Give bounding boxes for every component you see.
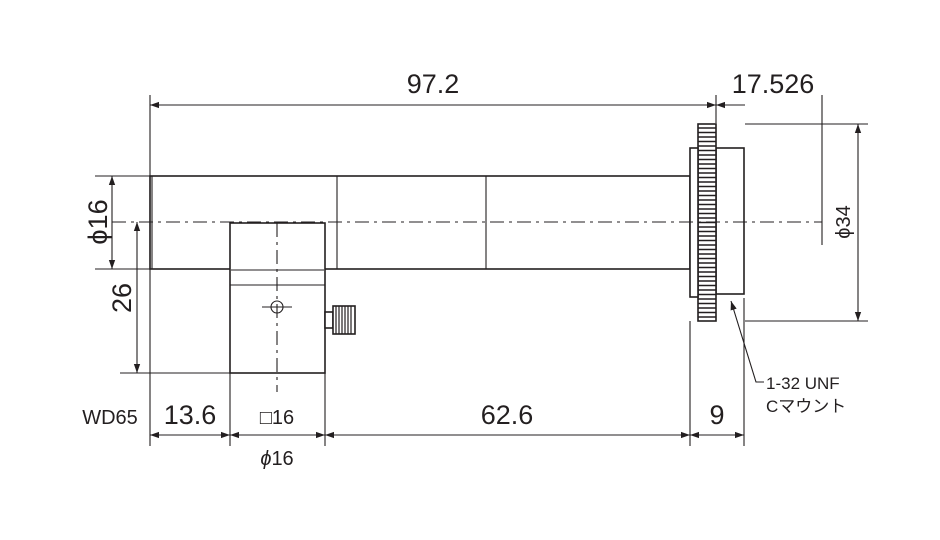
mount-length-label: 9 [709,400,724,430]
port-diameter-label: ϕ16 [260,448,293,470]
adjustment-knob-icon [324,305,356,335]
mount-thread-label: 1-32 UNF [766,374,840,393]
body-diameter-label: ϕ16 [83,199,113,244]
svg-text:ϕ34: ϕ34 [833,205,855,238]
dimension-lines [108,101,862,439]
port-square-label: □16 [260,407,294,429]
mount-name-label: Cマウント [766,397,846,416]
mount-offset-label: 17.526 [732,69,815,99]
illumination-port [229,222,326,392]
height-to-axis-label: 26 [107,283,137,313]
barrel-length-label: 62.6 [481,400,534,430]
working-distance-label: WD65 [82,407,138,429]
front-length-label: 13.6 [164,400,217,430]
svg-text:ϕ16: ϕ16 [83,199,113,244]
mount-diameter-label: ϕ34 [833,205,855,238]
extension-lines [95,95,868,446]
overall-length-label: 97.2 [407,69,460,99]
svg-text:26: 26 [107,283,137,313]
